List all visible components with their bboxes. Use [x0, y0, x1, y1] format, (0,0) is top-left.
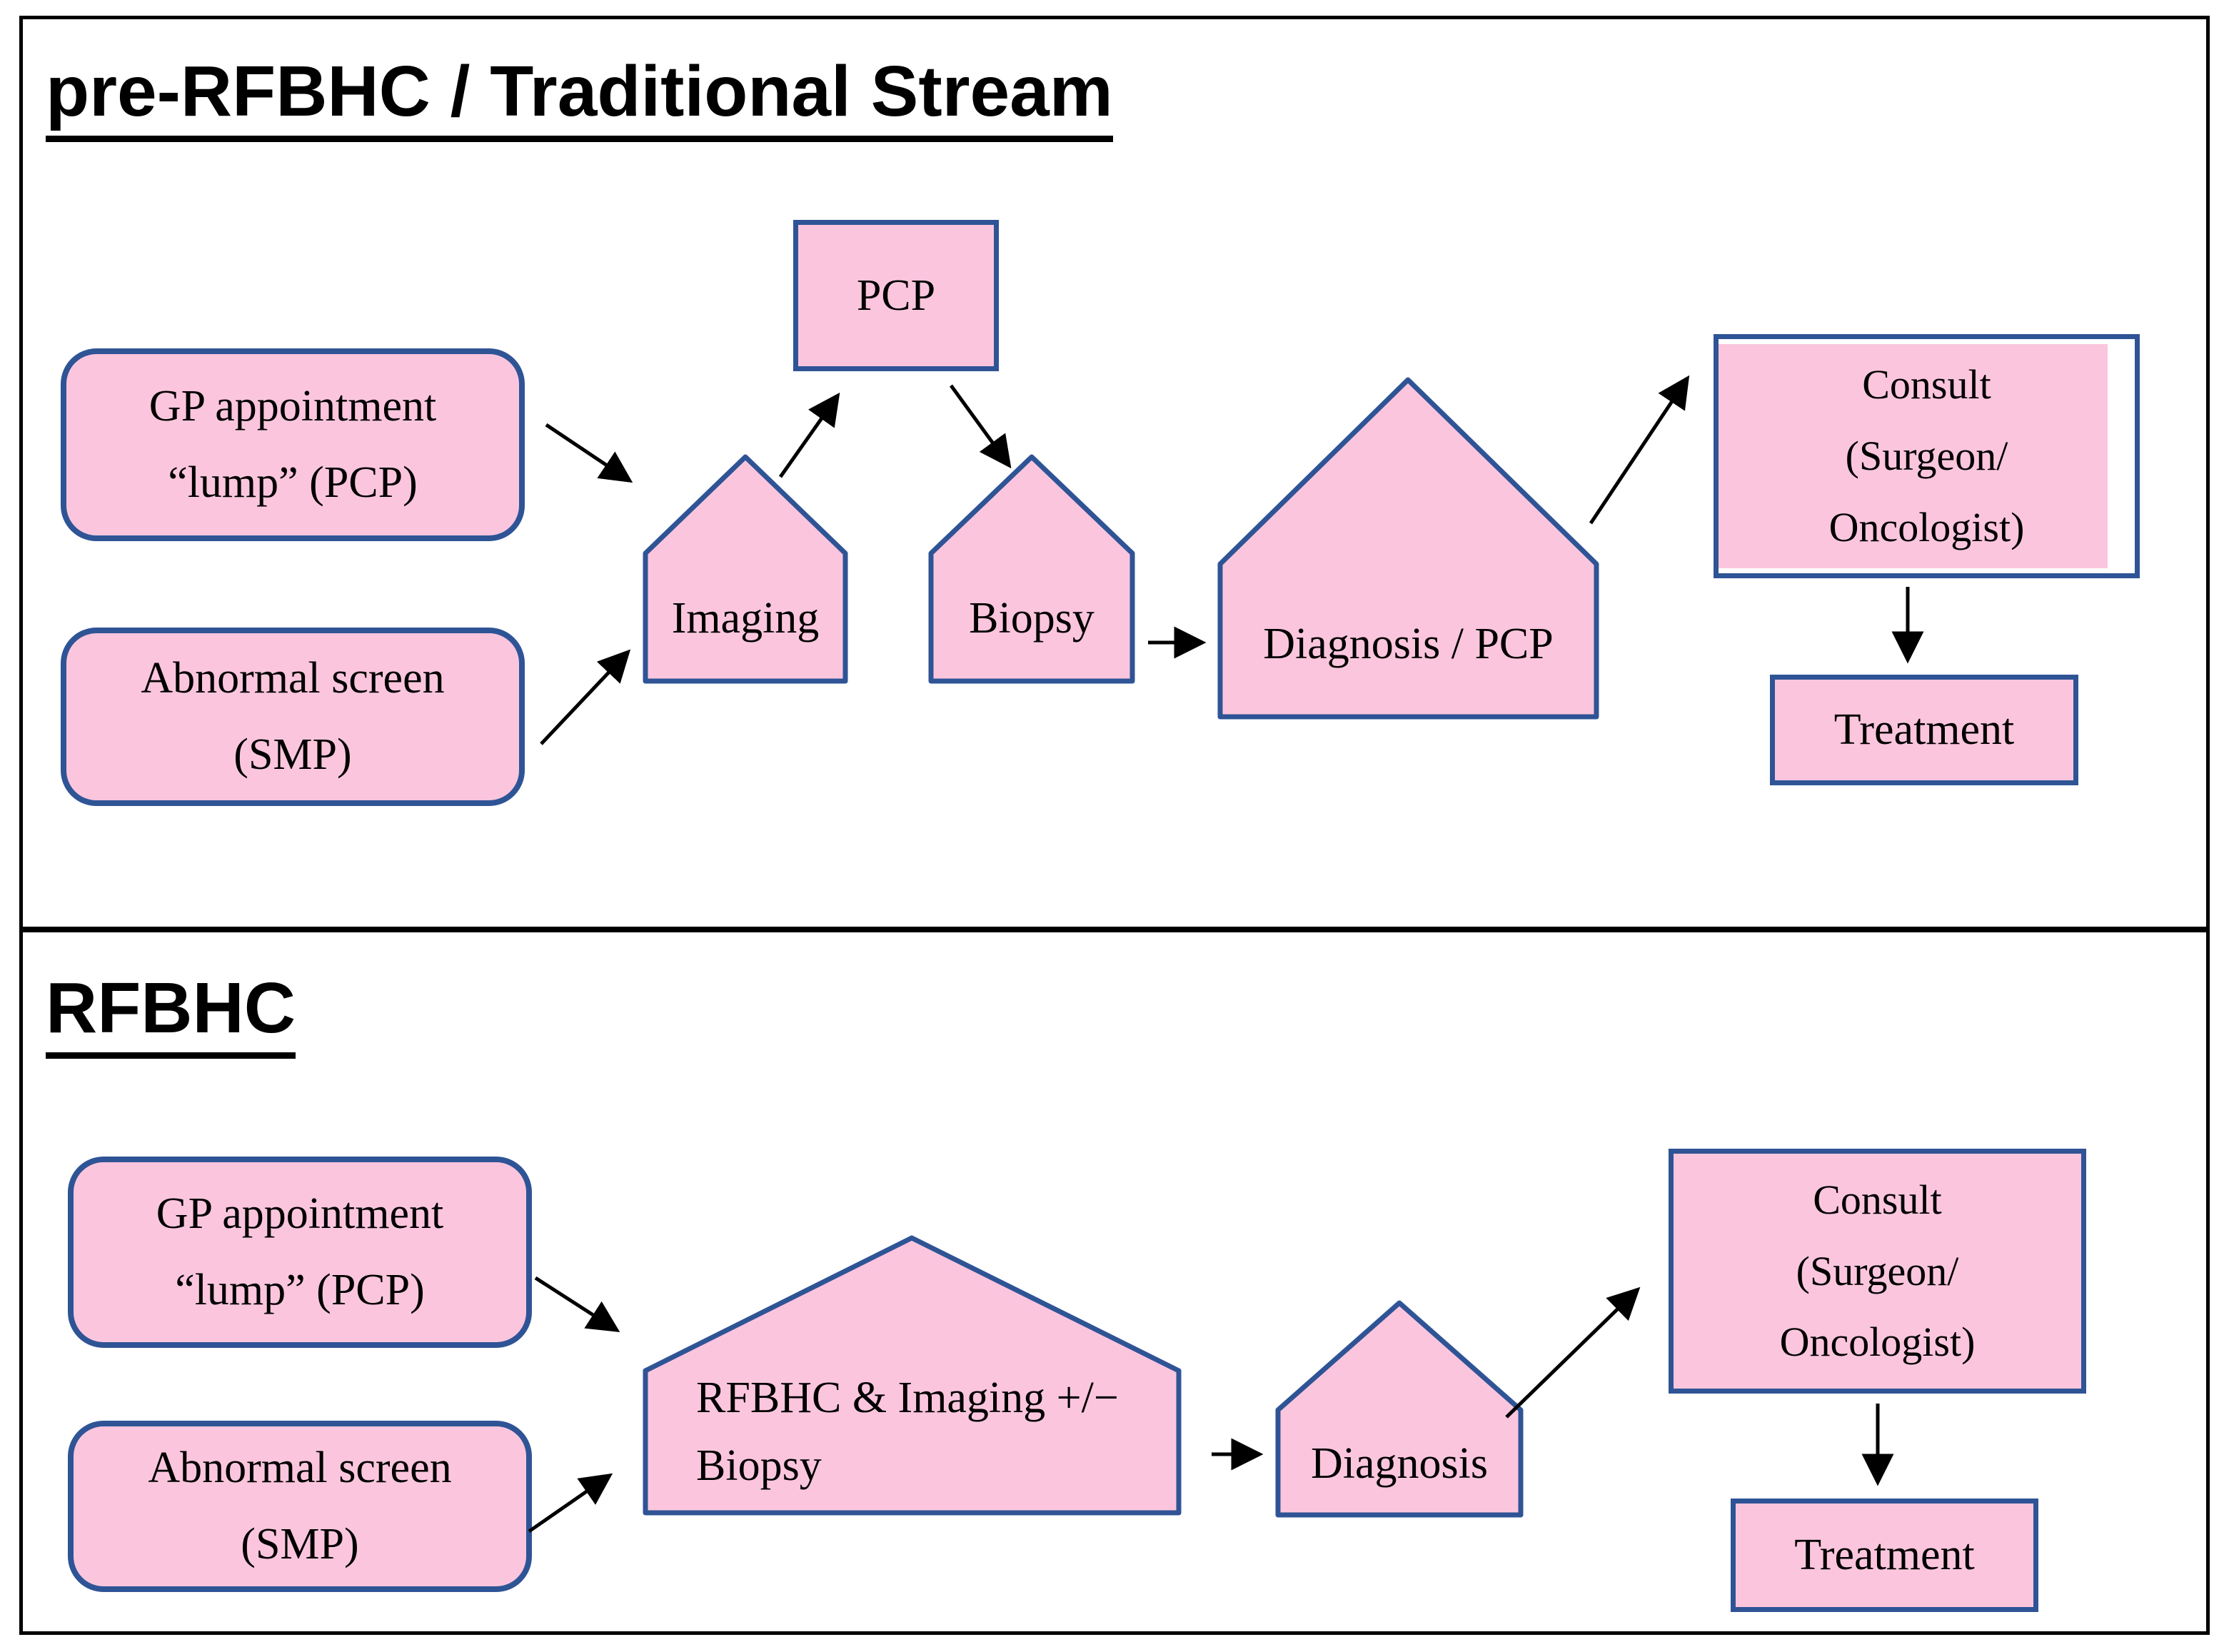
node-label: Oncologist): [1828, 503, 2025, 550]
node-label: Consult: [1862, 361, 1991, 408]
node-consult-1: Consult (Surgeon/ Oncologist): [1714, 334, 2140, 578]
node-label: PCP: [856, 271, 936, 320]
node-abnormal-screen-1: Abnormal screen (SMP): [61, 628, 525, 806]
node-label: Treatment: [1794, 1531, 1975, 1580]
panel2-title: RFBHC: [46, 972, 296, 1059]
consult-fill: [1719, 344, 2108, 568]
pentagon-shape: [1275, 1300, 1524, 1518]
node-label: RFBHC & Imaging +/−: [696, 1374, 1119, 1422]
node-label: (SMP): [233, 730, 352, 779]
node-gp-appointment-2: GP appointment “lump” (PCP): [68, 1157, 532, 1348]
node-label: Consult: [1813, 1176, 1942, 1223]
node-label: Biopsy: [969, 593, 1095, 643]
node-pcp: PCP: [793, 220, 999, 371]
panel1-title: pre-RFBHC / Traditional Stream: [46, 56, 1113, 142]
node-label: Abnormal screen: [141, 654, 445, 703]
node-treatment-1: Treatment: [1770, 675, 2078, 785]
node-consult-2: Consult (Surgeon/ Oncologist): [1669, 1149, 2086, 1394]
node-diagnosis-2: Diagnosis: [1275, 1300, 1524, 1518]
node-rfbhc-imaging-biopsy: RFBHC & Imaging +/− Biopsy: [643, 1235, 1182, 1516]
node-label: GP appointment: [156, 1189, 444, 1239]
node-label: (SMP): [241, 1520, 359, 1568]
node-label: (Surgeon/: [1796, 1247, 1959, 1294]
node-label: (Surgeon/: [1845, 433, 2008, 480]
node-label: Diagnosis: [1311, 1439, 1488, 1488]
node-label: Treatment: [1833, 705, 2015, 755]
node-label: Imaging: [671, 593, 820, 643]
node-label: GP appointment: [149, 382, 437, 431]
panel-divider: [19, 927, 2210, 932]
node-biopsy: Biopsy: [928, 454, 1135, 684]
node-gp-appointment-1: GP appointment “lump” (PCP): [61, 348, 525, 541]
node-label: Abnormal screen: [148, 1444, 452, 1493]
node-label: Diagnosis / PCP: [1263, 619, 1554, 668]
node-imaging: Imaging: [643, 454, 848, 684]
pentagon-shape: [928, 454, 1135, 684]
pentagon-shape: [643, 454, 848, 684]
node-label: “lump” (PCP): [175, 1266, 425, 1314]
pentagon-shape: [643, 1235, 1182, 1516]
node-abnormal-screen-2: Abnormal screen (SMP): [68, 1421, 532, 1592]
node-label: Oncologist): [1779, 1319, 1976, 1366]
node-label: Biopsy: [696, 1441, 822, 1490]
pentagon-shape: [1217, 377, 1599, 720]
node-treatment-2: Treatment: [1731, 1499, 2038, 1612]
node-diagnosis-pcp: Diagnosis / PCP: [1217, 377, 1599, 720]
node-label: “lump” (PCP): [168, 458, 418, 507]
